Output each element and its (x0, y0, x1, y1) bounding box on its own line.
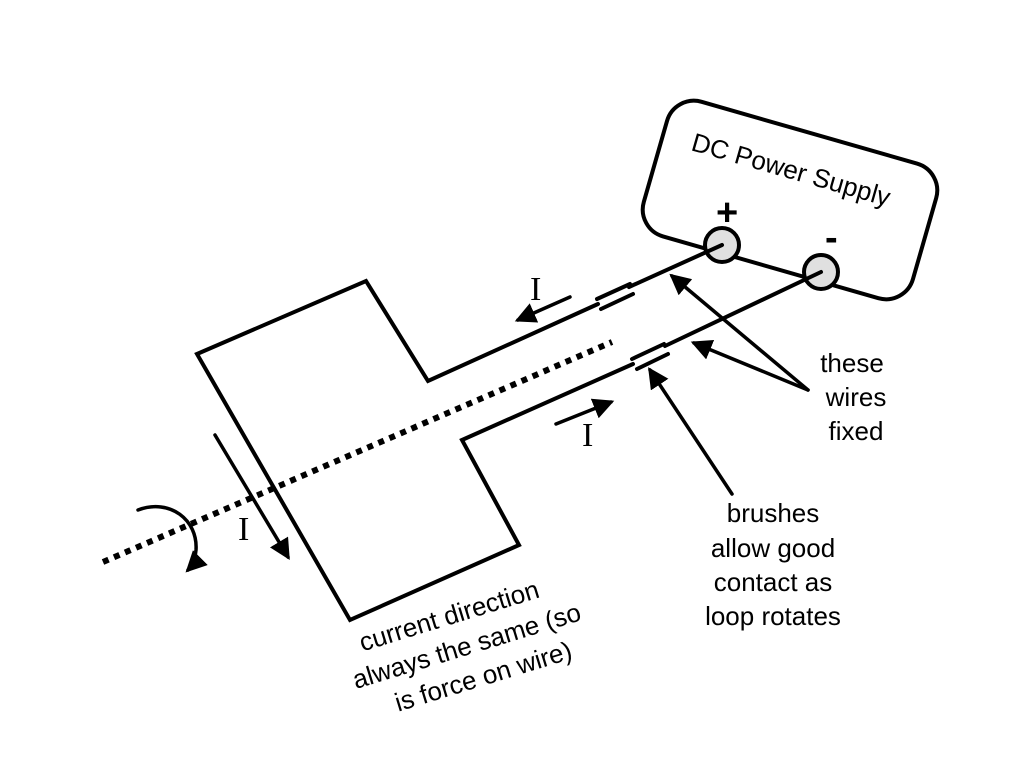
svg-text:contact as: contact as (714, 567, 833, 597)
rotation-arrow (136, 504, 208, 573)
positive-terminal-sign: + (716, 192, 738, 234)
current-arrow-loop (213, 433, 290, 561)
svg-text:fixed: fixed (829, 416, 884, 446)
power-supply: DC Power Supply + - (640, 98, 940, 302)
brush-bottom (630, 342, 670, 371)
rotating-wire-loop (194, 278, 635, 623)
pointer-arrow-brush (648, 367, 734, 496)
svg-text:brushes: brushes (727, 498, 820, 528)
current-label-top: I (530, 271, 541, 308)
wires-fixed-note: these wires fixed (820, 348, 886, 446)
brush-top (595, 282, 635, 311)
current-label-bottom: I (582, 417, 593, 454)
svg-text:wires: wires (825, 382, 887, 412)
fixed-wire-positive (627, 243, 724, 289)
brushes-note: brushes allow good contact as loop rotat… (705, 498, 841, 631)
fixed-wire-negative (663, 270, 823, 348)
current-direction-note: current direction always the same (so is… (349, 574, 584, 717)
negative-terminal-sign: - (825, 217, 838, 259)
rotation-axis (101, 339, 614, 565)
current-arrow-bottom (554, 398, 615, 426)
current-label-loop: I (238, 511, 249, 548)
svg-text:loop rotates: loop rotates (705, 601, 841, 631)
svg-text:these: these (820, 348, 884, 378)
pointer-arrow-wire-bottom (690, 339, 810, 392)
power-supply-box (640, 98, 940, 302)
pointer-arrow-wire-top (669, 273, 810, 392)
svg-text:allow good: allow good (711, 533, 835, 563)
current-arrow-top (514, 295, 572, 323)
